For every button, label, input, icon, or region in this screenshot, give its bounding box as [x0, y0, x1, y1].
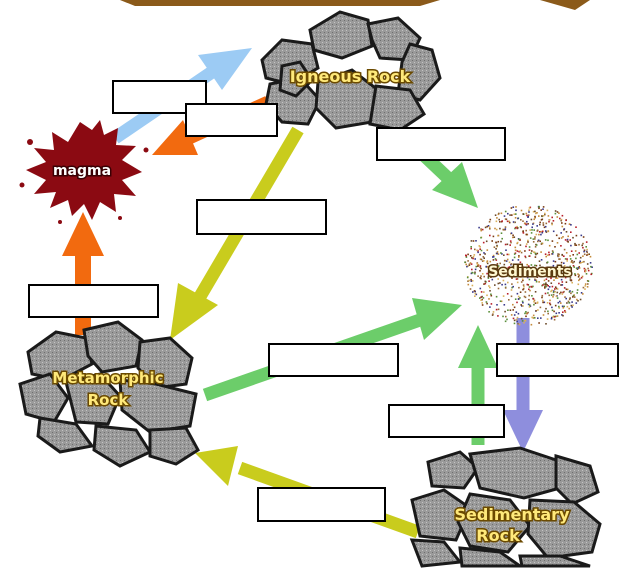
answer-box-3[interactable] [376, 127, 506, 161]
answer-box-7[interactable] [496, 343, 619, 377]
answer-box-5[interactable] [28, 284, 159, 318]
title-banner-fragment [0, 0, 619, 10]
sediments-label: Sediments [488, 264, 571, 280]
sediments-node [464, 205, 593, 326]
magma-label: magma [53, 163, 111, 179]
igneous-rock-node: Igneous Rock [260, 10, 442, 132]
answer-box-4[interactable] [196, 199, 327, 235]
sedimentary-rock-node: Sedimentary Rock [409, 446, 602, 568]
answer-box-9[interactable] [257, 487, 386, 522]
metamorphic-rock-label-line1: Metamorphic [52, 369, 163, 387]
arrow-sediments-to-sedimentary [503, 318, 543, 452]
answer-box-6[interactable] [268, 343, 399, 377]
metamorphic-rock-label-line2: Rock [88, 391, 130, 409]
metamorphic-rock-node: Metamorphic Rock [18, 320, 200, 468]
answer-box-2[interactable] [185, 103, 278, 137]
arrow-igneous-to-metamorphic [170, 126, 304, 340]
magma-node: magma [19, 120, 149, 224]
igneous-rock-label: Igneous Rock [290, 67, 411, 86]
sedimentary-rock-label-line2: Rock [476, 526, 520, 545]
answer-box-8[interactable] [388, 404, 505, 438]
sedimentary-rock-label-line1: Sedimentary [455, 505, 571, 524]
